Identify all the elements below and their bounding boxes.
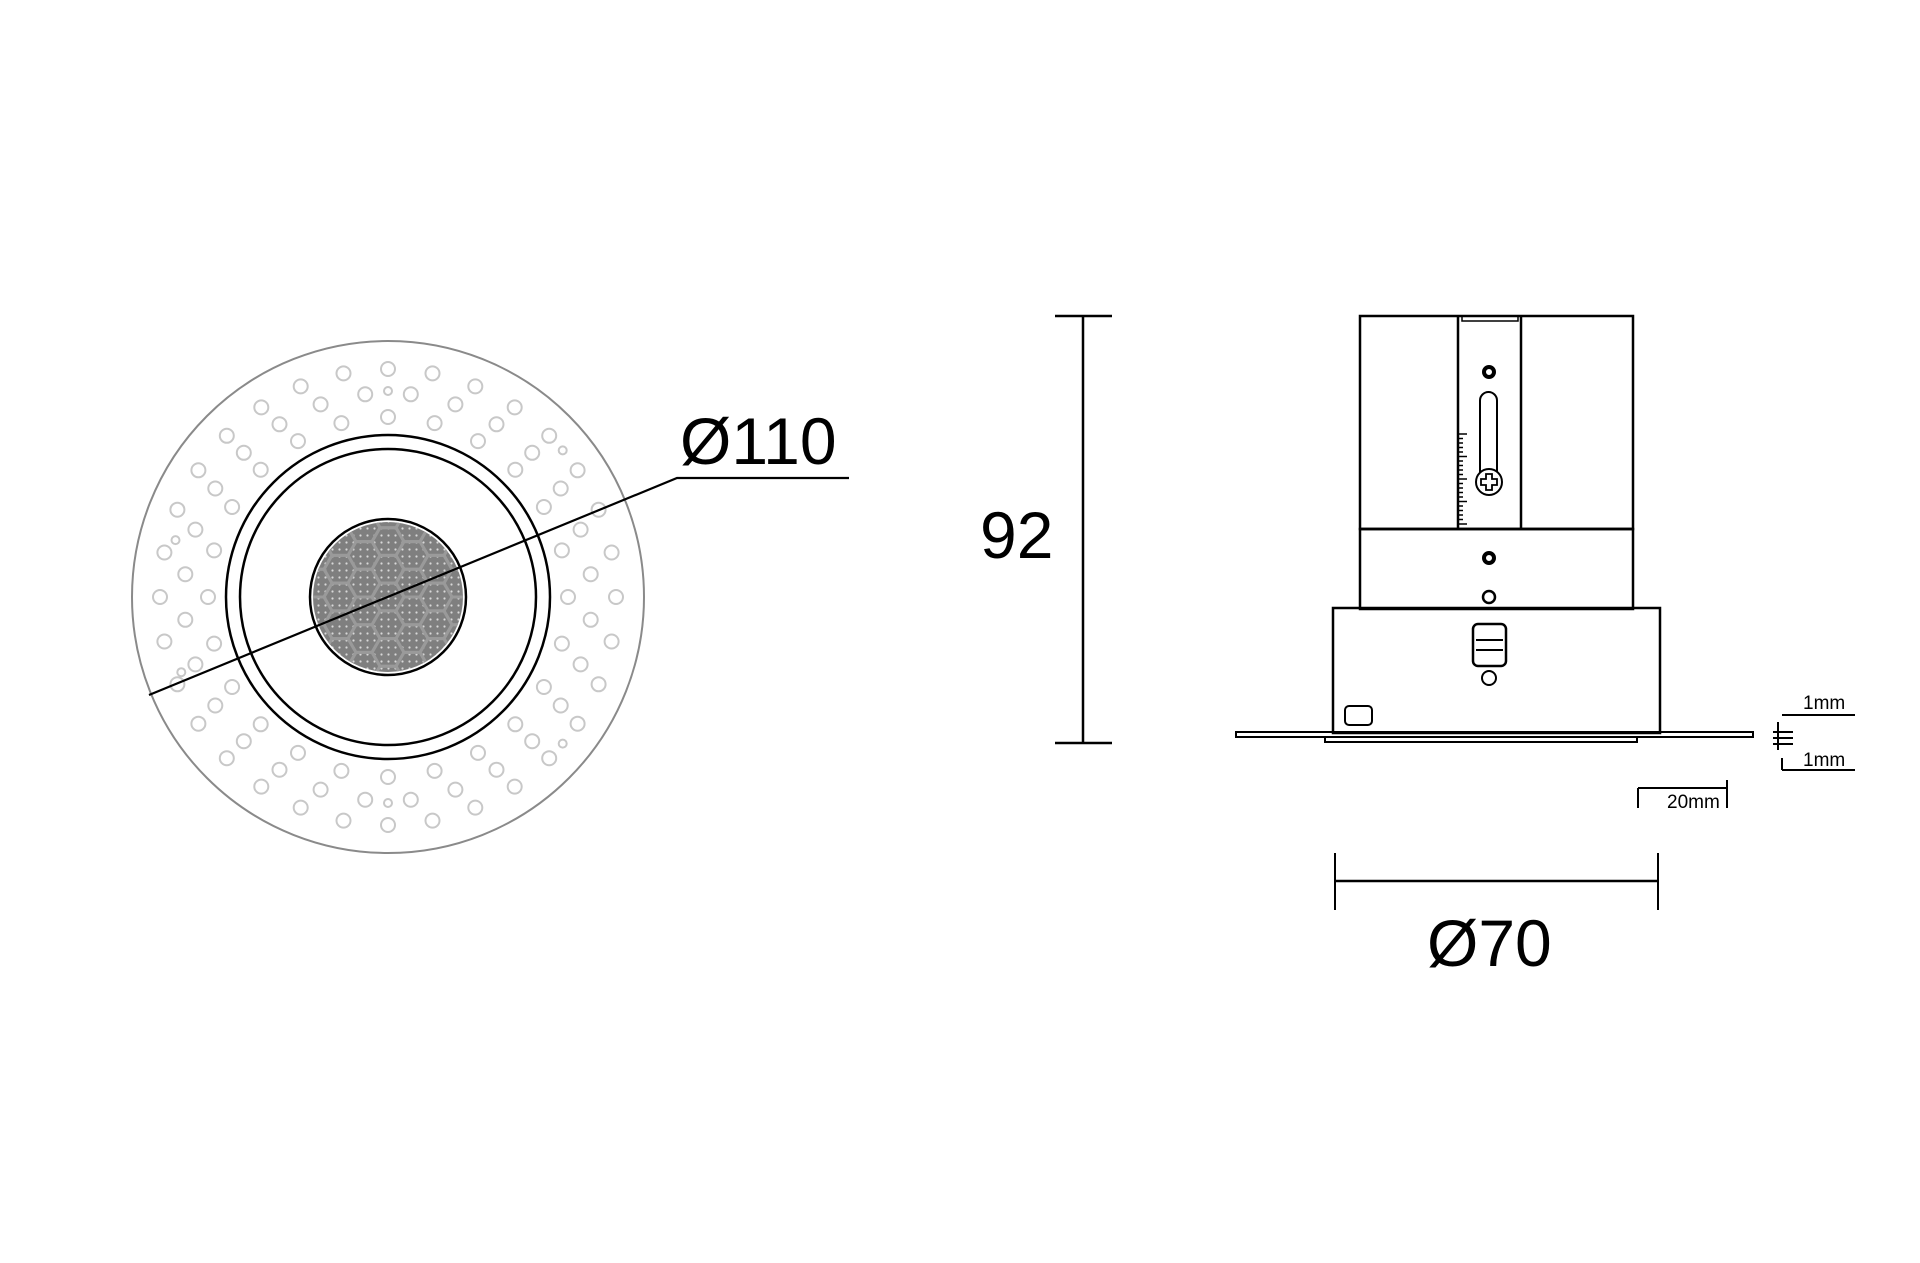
flange-width-marker [1637, 780, 1728, 808]
flange-width-label: 20mm [1667, 792, 1720, 813]
cutout-dimension [1334, 853, 1659, 910]
diameter-leader-line [148, 476, 849, 697]
adjustment-screw [1475, 468, 1503, 496]
cutout-diameter-label: Ø70 [1427, 906, 1552, 980]
outer-diameter-label: Ø110 [680, 404, 837, 478]
height-label: 92 [980, 498, 1054, 572]
side-view [1235, 314, 1754, 743]
flange-thickness-top-label: 1mm [1803, 693, 1846, 714]
lens-ring [308, 517, 468, 677]
lower-housing [1358, 527, 1635, 611]
driver-switch [1471, 622, 1508, 668]
flange-thickness-marker [1773, 714, 1855, 771]
flange-thickness-bottom-label: 1mm [1803, 750, 1846, 771]
height-dimension [1055, 314, 1112, 745]
trim-ring-inner [238, 447, 538, 747]
plaster-dimples [152, 361, 624, 833]
outer-flange-outline [131, 340, 645, 854]
base-box [1331, 606, 1662, 735]
screw-top [1482, 365, 1496, 379]
honeycomb-cells [313, 522, 463, 672]
connector-tab [1344, 705, 1373, 726]
trim-ring-outer [224, 433, 552, 761]
front-view [131, 340, 849, 854]
